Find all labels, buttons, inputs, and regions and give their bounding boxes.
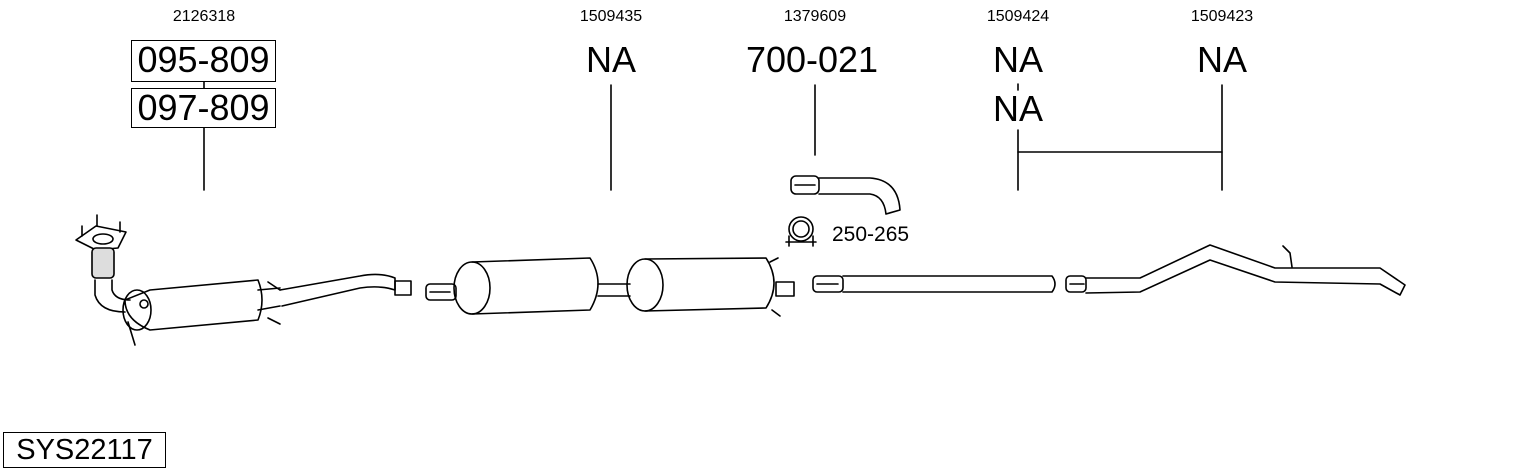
part-code-box[interactable]: 095-809	[131, 40, 276, 82]
system-code: SYS22117	[3, 432, 166, 468]
middle-silencer-part	[425, 257, 795, 317]
part-ref-1509424: 1509424	[986, 8, 1050, 25]
clamp-code[interactable]: 250-265	[832, 223, 910, 246]
part-code: NA	[1196, 39, 1248, 80]
leader-lines	[203, 81, 1223, 191]
catalytic-converter-part	[75, 214, 412, 346]
part-ref-1379609: 1379609	[783, 8, 847, 25]
part-code: NA	[992, 39, 1044, 80]
part-ref-2126318: 2126318	[172, 8, 236, 25]
part-ref-1509423: 1509423	[1190, 8, 1254, 25]
clamp-icon	[785, 216, 817, 247]
part-code[interactable]: 700-021	[745, 39, 879, 80]
straight-pipe-part	[812, 275, 1056, 293]
part-code-box[interactable]: 097-809	[131, 88, 276, 128]
bend-pipe-part	[790, 175, 901, 215]
part-code: NA	[992, 88, 1044, 129]
part-code: NA	[585, 39, 637, 80]
part-ref-1509435: 1509435	[579, 8, 643, 25]
tail-pipe-part	[1065, 244, 1406, 296]
